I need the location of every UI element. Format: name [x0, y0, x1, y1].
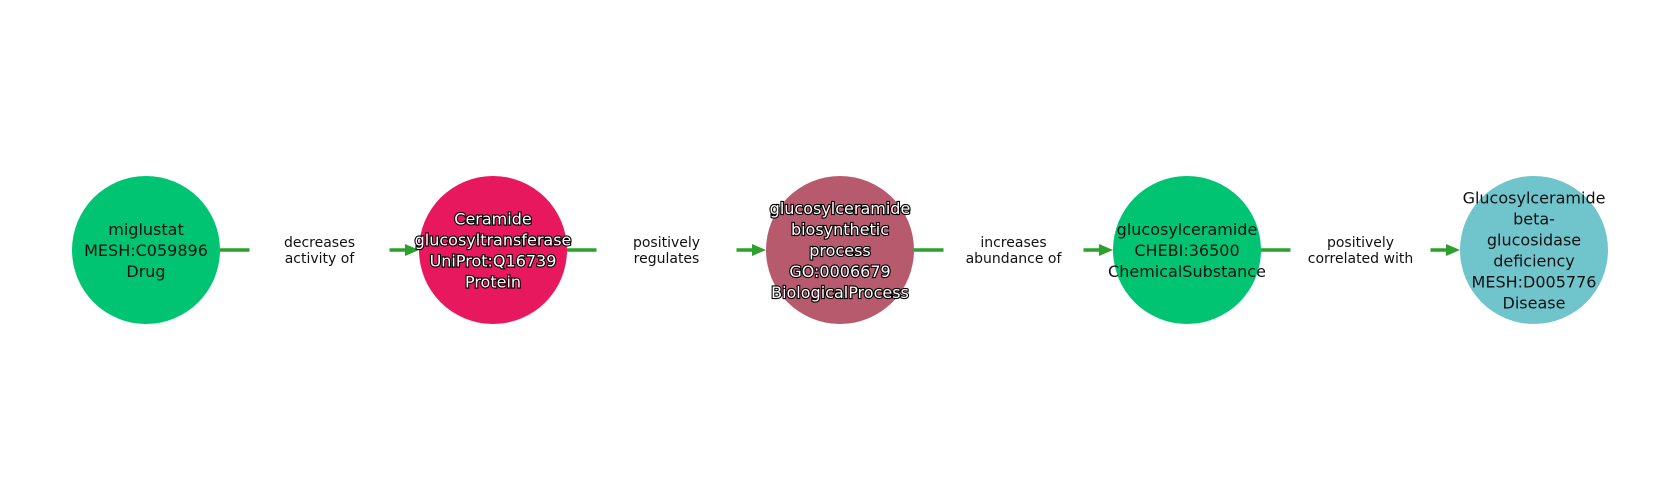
node-label-line: CHEBI:36500 — [1134, 241, 1239, 260]
node-label-line: glucosylceramide — [1117, 220, 1258, 239]
node-label-line: MESH:D005776 — [1472, 273, 1597, 292]
node-label-line: Ceramide — [454, 210, 531, 229]
edge-label-line: correlated with — [1308, 251, 1413, 267]
node-label-line: glucosidase — [1487, 231, 1581, 250]
node-label-line: ChemicalSubstance — [1108, 262, 1266, 281]
edge-arrowhead — [1446, 244, 1460, 256]
node-label-line: biosynthetic — [791, 220, 889, 239]
node-label-line: GO:0006679 — [789, 262, 890, 281]
edge-label-line: positively — [1327, 235, 1394, 251]
node-label-line: Glucosylceramide — [1463, 189, 1606, 208]
node-label-line: Protein — [465, 273, 521, 292]
node-label-line: Drug — [126, 262, 165, 281]
edge-label-line: increases — [980, 235, 1046, 251]
node-circle — [1460, 176, 1608, 324]
node-circle — [419, 176, 567, 324]
node-label: Glucosylceramide beta-glucosidase deficien… — [1463, 189, 1606, 313]
node-n5: Glucosylceramide beta-glucosidase deficien… — [1460, 176, 1608, 324]
edge-label-background — [596, 231, 737, 269]
node-circle — [72, 176, 220, 324]
edge-arrowhead — [752, 244, 766, 256]
node-label-line: beta- — [1513, 210, 1555, 229]
node-label-line: process — [809, 241, 870, 260]
node-label-line: glucosyltransferase — [415, 231, 572, 250]
edge-label-line: positively — [633, 235, 700, 251]
node-label-line: miglustat — [108, 220, 183, 239]
node-label-line: Disease — [1503, 294, 1566, 313]
node-label-line: UniProt:Q16739 — [430, 252, 557, 271]
edge-label-background — [249, 231, 390, 269]
node-circle — [766, 176, 914, 324]
node-label-line: BiologicalProcess — [771, 283, 909, 302]
edge-label-background — [943, 231, 1084, 269]
edge-arrowhead — [405, 244, 419, 256]
edge-label-line: decreases — [284, 235, 355, 251]
edge-label-line: abundance of — [966, 251, 1063, 267]
edge-label-line: activity of — [285, 251, 356, 267]
edge-arrowhead — [1099, 244, 1113, 256]
node-circle — [1113, 176, 1261, 324]
node-label-line: MESH:C059896 — [84, 241, 208, 260]
edge-label-background — [1290, 231, 1431, 269]
node-label-line: deficiency — [1493, 252, 1575, 271]
node-label-line: glucosylceramide — [770, 199, 911, 218]
edge-label-line: regulates — [634, 251, 700, 267]
